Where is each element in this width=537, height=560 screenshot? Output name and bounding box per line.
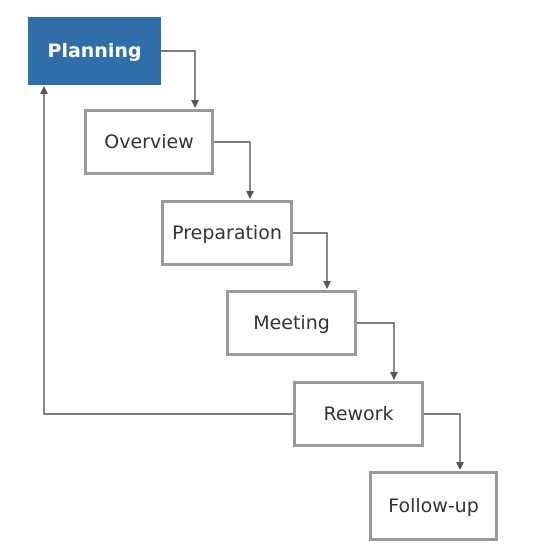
arrow-planning-to-overview xyxy=(161,50,199,108)
arrow-preparation-to-meeting xyxy=(293,232,331,289)
step-overview: Overview xyxy=(84,109,214,175)
step-meeting: Meeting xyxy=(226,290,357,356)
step-follow-up: Follow-up xyxy=(369,471,498,541)
arrow-overview-to-preparation xyxy=(214,141,254,199)
arrow-rework-to-followup xyxy=(424,413,464,470)
step-planning: Planning xyxy=(28,17,161,85)
step-preparation: Preparation xyxy=(161,200,293,266)
arrow-rework-to-planning xyxy=(40,86,293,415)
step-rework: Rework xyxy=(293,381,424,447)
arrow-meeting-to-rework xyxy=(357,322,398,380)
